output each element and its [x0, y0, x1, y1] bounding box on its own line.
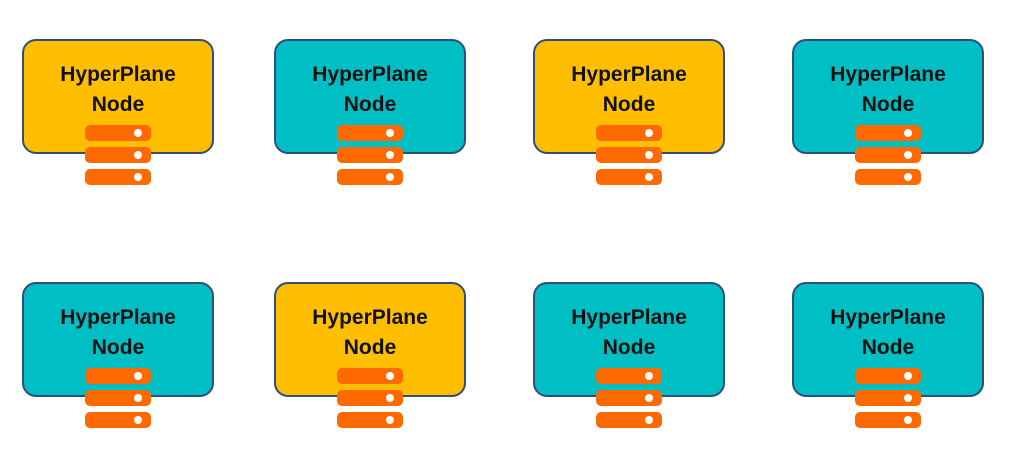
node-label: HyperPlane Node	[792, 60, 984, 120]
node-label-line2: Node	[91, 93, 145, 116]
node-label-line2: Node	[602, 336, 656, 359]
server-stack-icon	[85, 125, 151, 187]
node-box	[533, 282, 725, 397]
hyperplane-node-4: HyperPlane Node	[792, 39, 1012, 199]
node-label-line1: HyperPlane	[60, 63, 176, 86]
node-label: HyperPlane Node	[792, 303, 984, 363]
hyperplane-node-3: HyperPlane Node	[533, 39, 753, 199]
node-label-line1: HyperPlane	[571, 306, 687, 329]
node-label: HyperPlane Node	[274, 303, 466, 363]
node-label-line1: HyperPlane	[571, 63, 687, 86]
server-stack-icon	[855, 368, 921, 430]
node-label-line1: HyperPlane	[312, 63, 428, 86]
hyperplane-node-1: HyperPlane Node	[22, 39, 242, 199]
server-stack-icon	[337, 368, 403, 430]
node-label: HyperPlane Node	[22, 60, 214, 120]
node-label-line2: Node	[861, 336, 915, 359]
hyperplane-node-5: HyperPlane Node	[22, 282, 242, 442]
node-label: HyperPlane Node	[533, 60, 725, 120]
node-label-line2: Node	[343, 336, 397, 359]
hyperplane-node-6: HyperPlane Node	[274, 282, 494, 442]
node-label-line2: Node	[343, 93, 397, 116]
server-stack-icon	[337, 125, 403, 187]
server-stack-icon	[596, 125, 662, 187]
node-label-line1: HyperPlane	[830, 63, 946, 86]
hyperplane-node-8: HyperPlane Node	[792, 282, 1012, 442]
node-label-line1: HyperPlane	[830, 306, 946, 329]
node-label-line2: Node	[91, 336, 145, 359]
node-label-line2: Node	[602, 93, 656, 116]
node-label-line1: HyperPlane	[312, 306, 428, 329]
node-label-line2: Node	[861, 93, 915, 116]
server-stack-icon	[85, 368, 151, 430]
server-stack-icon	[596, 368, 662, 430]
node-label: HyperPlane Node	[274, 60, 466, 120]
hyperplane-node-2: HyperPlane Node	[274, 39, 494, 199]
server-stack-icon	[855, 125, 921, 187]
node-label: HyperPlane Node	[22, 303, 214, 363]
node-label: HyperPlane Node	[533, 303, 725, 363]
node-label-line1: HyperPlane	[60, 306, 176, 329]
hyperplane-node-7: HyperPlane Node	[533, 282, 753, 442]
